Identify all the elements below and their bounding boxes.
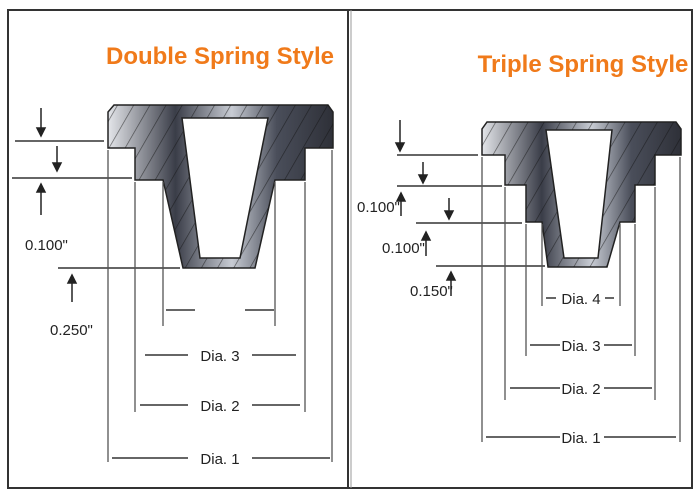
dim-label: 0.150" xyxy=(410,283,453,300)
dim-label: 0.250" xyxy=(50,322,93,339)
dia-label: Dia. 3 xyxy=(561,338,600,355)
left-title: Double Spring Style xyxy=(106,43,334,70)
dia-label: Dia. 2 xyxy=(561,381,600,398)
dia-label: Dia. 3 xyxy=(200,348,239,365)
dim-label: 0.100" xyxy=(25,237,68,254)
dim-label: 0.100" xyxy=(357,199,400,216)
dia-label: Dia. 1 xyxy=(200,451,239,468)
dia-label: Dia. 1 xyxy=(561,430,600,447)
dia-label: Dia. 4 xyxy=(561,291,600,308)
frame xyxy=(7,9,693,489)
triple-spring-panel: Triple Spring Style 0.100" 0.100" 0.150"… xyxy=(357,51,688,447)
double-spring-panel: Double Spring Style 0.100" 0.250" Dia. 3… xyxy=(12,43,334,468)
right-title: Triple Spring Style xyxy=(478,51,689,78)
dia-label: Dia. 2 xyxy=(200,398,239,415)
triple-spring-part xyxy=(481,121,682,268)
dim-label: 0.100" xyxy=(382,240,425,257)
double-spring-part xyxy=(107,104,334,269)
